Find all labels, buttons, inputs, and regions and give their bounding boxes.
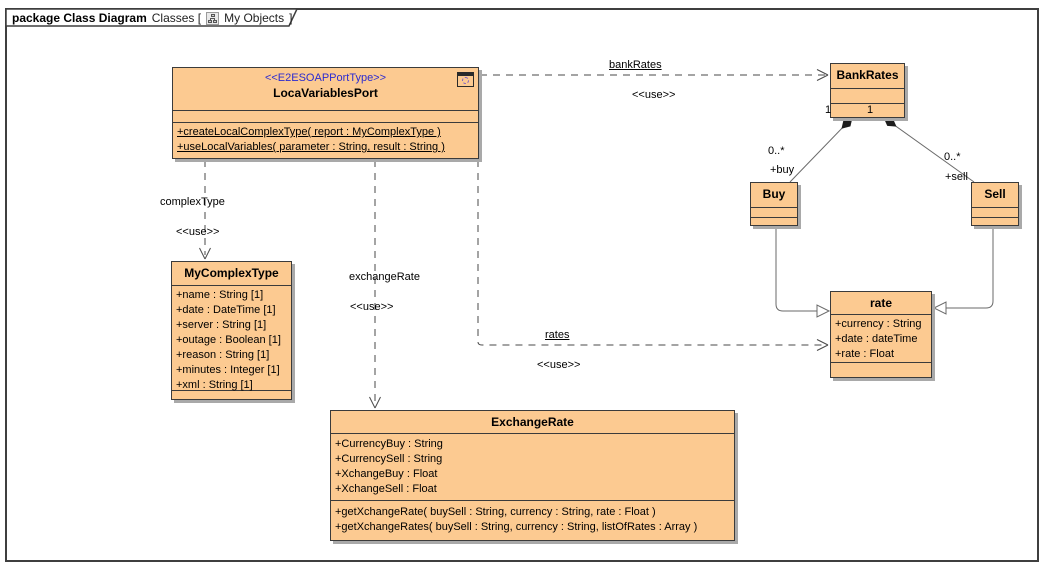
frame-tab-shape (5, 8, 299, 27)
operation[interactable]: +getXchangeRates( buySell : String, curr… (335, 521, 698, 533)
attribute[interactable]: +currency : String (835, 318, 922, 330)
attribute[interactable]: +outage : Boolean [1] (176, 334, 281, 346)
dependency-exchangerate[interactable] (369, 160, 381, 409)
attribute[interactable]: +minutes : Integer [1] (176, 364, 280, 376)
use-stereotype-label[interactable]: <<use>> (350, 301, 394, 313)
class-exchangerate[interactable]: ExchangeRate +CurrencyBuy : String +Curr… (330, 410, 735, 541)
operation[interactable]: +getXchangeRate( buySell : String, curre… (335, 506, 656, 518)
composition-bankrates-sell[interactable] (882, 115, 975, 183)
attribute[interactable]: +CurrencySell : String (335, 453, 443, 465)
operations-compartment-empty[interactable] (831, 103, 904, 117)
attribute[interactable]: +date : dateTime (835, 333, 918, 345)
multiplicity-buy-parent[interactable]: 1 (825, 104, 832, 116)
attribute[interactable]: +name : String [1] (176, 289, 264, 301)
attribute[interactable]: +CurrencyBuy : String (335, 438, 443, 450)
operations-compartment: +getXchangeRate( buySell : String, curre… (331, 500, 734, 540)
class-name: rate (869, 296, 892, 310)
class-name: LocaVariablesPort (273, 86, 378, 100)
dependency-name-rates[interactable]: rates (545, 329, 570, 341)
generalization-triangle-icon (816, 304, 831, 318)
attribute[interactable]: +server : String [1] (176, 319, 267, 331)
frame-tab-diagram-name: My Objects (224, 11, 285, 25)
frame-tab-closing: ] (289, 11, 293, 25)
use-stereotype-label[interactable]: <<use>> (537, 359, 581, 371)
attribute[interactable]: +XchangeBuy : Float (335, 468, 438, 480)
operations-compartment-empty[interactable] (751, 217, 797, 225)
class-mycomplextype[interactable]: MyComplexType +name : String [1] +date :… (171, 261, 292, 400)
class-sell[interactable]: Sell (971, 182, 1019, 226)
frame-tab[interactable]: package Class Diagram Classes [ My Objec… (12, 11, 292, 25)
generalization-sell-rate[interactable] (932, 226, 994, 315)
class-header: rate (831, 292, 931, 314)
class-header: MyComplexType (172, 262, 291, 285)
operations-compartment-empty[interactable] (972, 217, 1018, 225)
porttype-icon (457, 72, 474, 87)
open-arrowhead-icon (816, 339, 829, 351)
composition-diamond-icon (841, 117, 853, 129)
class-name: BankRates (836, 68, 899, 82)
attributes-compartment: +CurrencyBuy : String +CurrencySell : St… (331, 433, 734, 500)
dependency-complextype[interactable] (199, 160, 211, 260)
multiplicity-sell-parent[interactable]: 1 (867, 104, 874, 116)
dependency-name-bankrates[interactable]: bankRates (609, 59, 662, 71)
operations-compartment-empty[interactable] (831, 362, 931, 377)
class-name: Sell (984, 187, 1006, 201)
stereotype-label: <<E2ESOAPPortType>> (264, 72, 387, 84)
attribute[interactable]: +rate : Float (835, 348, 895, 360)
class-rate[interactable]: rate +currency : String +date : dateTime… (830, 291, 932, 378)
composition-bankrates-buy[interactable] (789, 115, 855, 183)
attributes-compartment-empty[interactable] (173, 110, 478, 122)
class-header: <<E2ESOAPPortType>> LocaVariablesPort (173, 68, 478, 110)
class-bankrates[interactable]: BankRates (830, 63, 905, 118)
attributes-compartment-empty[interactable] (972, 207, 1018, 217)
class-buy[interactable]: Buy (750, 182, 798, 226)
role-buy[interactable]: +buy (770, 164, 795, 176)
class-locavariablesport[interactable]: <<E2ESOAPPortType>> LocaVariablesPort +c… (172, 67, 479, 159)
open-arrowhead-icon (199, 247, 211, 260)
attribute[interactable]: +xml : String [1] (176, 379, 253, 391)
role-sell[interactable]: +sell (945, 171, 968, 183)
attributes-compartment-empty[interactable] (751, 207, 797, 217)
dependency-name-exchangerate[interactable]: exchangeRate (349, 271, 420, 283)
operations-compartment: +createLocalComplexType( report : MyComp… (173, 122, 478, 158)
multiplicity-buy[interactable]: 0..* (768, 145, 785, 157)
class-name: MyComplexType (184, 266, 279, 280)
multiplicity-sell[interactable]: 0..* (944, 151, 961, 163)
class-name: Buy (762, 187, 786, 201)
generalization-triangle-icon (932, 301, 947, 315)
open-arrowhead-icon (816, 69, 829, 81)
package-frame (5, 8, 1039, 562)
dependency-bankrates[interactable] (480, 69, 829, 81)
attribute[interactable]: +reason : String [1] (176, 349, 270, 361)
attributes-compartment: +name : String [1] +date : DateTime [1] … (172, 285, 291, 391)
frame-tab-context: Classes [ (151, 11, 202, 25)
dependency-name-complextype[interactable]: complexType (160, 196, 225, 208)
class-header: ExchangeRate (331, 411, 734, 433)
open-arrowhead-icon (369, 396, 381, 409)
attributes-compartment: +currency : String +date : dateTime +rat… (831, 314, 931, 362)
class-header: Sell (972, 183, 1018, 207)
attribute[interactable]: +date : DateTime [1] (176, 304, 276, 316)
use-stereotype-label[interactable]: <<use>> (632, 89, 676, 101)
class-header: Buy (751, 183, 797, 207)
class-name: ExchangeRate (491, 415, 574, 429)
operation[interactable]: +useLocalVariables( parameter : String, … (177, 141, 445, 153)
class-header: BankRates (831, 64, 904, 88)
frame-tab-keyword: package Class Diagram (12, 11, 147, 25)
dependency-rates[interactable] (477, 160, 829, 351)
attribute[interactable]: +XchangeSell : Float (335, 483, 437, 495)
use-stereotype-label[interactable]: <<use>> (176, 226, 220, 238)
class-diagram-icon (206, 11, 220, 25)
operation[interactable]: +createLocalComplexType( report : MyComp… (177, 126, 441, 138)
operations-compartment-empty[interactable] (172, 390, 291, 399)
attributes-compartment-empty[interactable] (831, 88, 904, 103)
composition-diamond-icon (883, 117, 897, 127)
generalization-buy-rate[interactable] (775, 226, 831, 318)
